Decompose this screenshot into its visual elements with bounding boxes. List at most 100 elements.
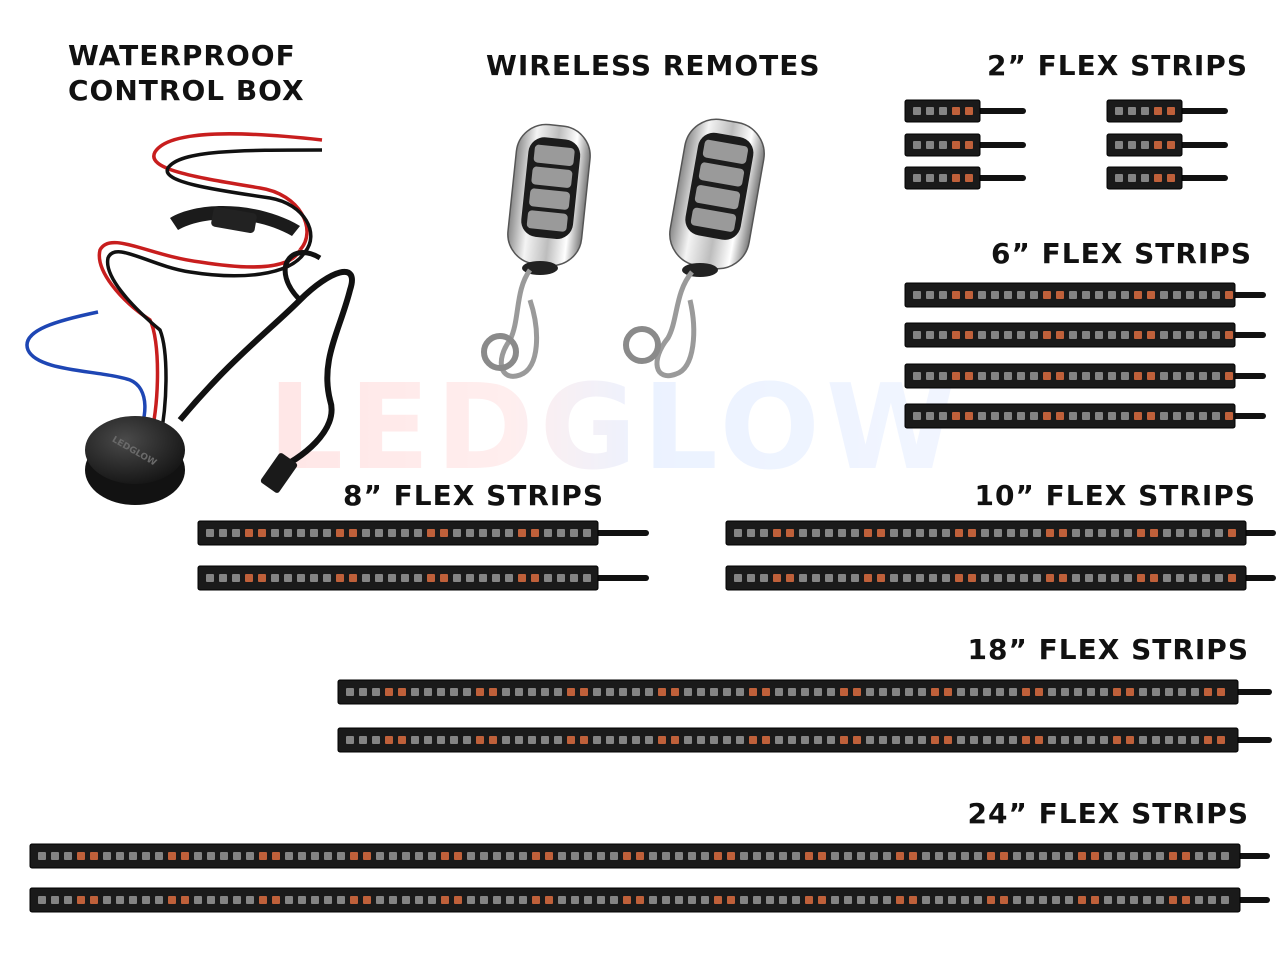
led-resistor bbox=[168, 896, 176, 904]
flex-strip-18in bbox=[337, 727, 1272, 753]
led-resistor bbox=[864, 574, 872, 582]
led-chip bbox=[1139, 688, 1147, 696]
label-2in-strips: 2” FLEX STRIPS bbox=[987, 49, 1248, 82]
led-chip bbox=[1007, 574, 1015, 582]
led-chip bbox=[632, 688, 640, 696]
led-chip bbox=[1160, 372, 1168, 380]
led-chip bbox=[346, 736, 354, 744]
label-8in-strips: 8” FLEX STRIPS bbox=[343, 479, 604, 512]
led-chip bbox=[792, 852, 800, 860]
led-chip bbox=[1176, 574, 1184, 582]
led-resistor bbox=[427, 529, 435, 537]
watermark-logo: LEDGLOW bbox=[268, 358, 962, 496]
led-chip bbox=[505, 529, 513, 537]
led-chip bbox=[978, 331, 986, 339]
led-chip bbox=[939, 291, 947, 299]
led-resistor bbox=[350, 896, 358, 904]
led-resistor bbox=[818, 852, 826, 860]
led-chip bbox=[375, 574, 383, 582]
led-chip bbox=[753, 896, 761, 904]
led-chip bbox=[246, 852, 254, 860]
led-chip bbox=[206, 574, 214, 582]
led-chip bbox=[584, 896, 592, 904]
led-chip bbox=[1191, 688, 1199, 696]
led-chip bbox=[155, 896, 163, 904]
connector-plug bbox=[260, 453, 298, 493]
led-chip bbox=[1199, 291, 1207, 299]
led-chip bbox=[220, 896, 228, 904]
led-chip bbox=[970, 736, 978, 744]
led-chip bbox=[1121, 372, 1129, 380]
led-resistor bbox=[1043, 372, 1051, 380]
led-chip bbox=[1178, 736, 1186, 744]
led-chip bbox=[323, 529, 331, 537]
led-chip bbox=[1143, 852, 1151, 860]
led-resistor bbox=[181, 852, 189, 860]
led-chip bbox=[905, 736, 913, 744]
led-chip bbox=[610, 896, 618, 904]
led-chip bbox=[736, 688, 744, 696]
led-chip bbox=[1087, 688, 1095, 696]
led-chip bbox=[466, 529, 474, 537]
led-chip bbox=[1087, 736, 1095, 744]
led-chip bbox=[1104, 852, 1112, 860]
led-chip bbox=[1208, 852, 1216, 860]
led-chip bbox=[593, 688, 601, 696]
led-chip bbox=[1020, 529, 1028, 537]
label-24in-strips: 24” FLEX STRIPS bbox=[967, 797, 1249, 830]
led-resistor bbox=[805, 896, 813, 904]
led-chip bbox=[916, 529, 924, 537]
led-chip bbox=[974, 852, 982, 860]
led-chip bbox=[740, 896, 748, 904]
led-resistor bbox=[272, 896, 280, 904]
flex-strip-6in bbox=[904, 403, 1266, 429]
led-chip bbox=[978, 412, 986, 420]
led-chip bbox=[1004, 372, 1012, 380]
led-chip bbox=[701, 852, 709, 860]
led-chip bbox=[337, 852, 345, 860]
led-chip bbox=[1095, 331, 1103, 339]
led-chip bbox=[271, 529, 279, 537]
led-chip bbox=[1115, 174, 1123, 182]
led-resistor bbox=[489, 736, 497, 744]
led-chip bbox=[1111, 574, 1119, 582]
led-chip bbox=[544, 529, 552, 537]
led-chip bbox=[766, 896, 774, 904]
led-chip bbox=[570, 529, 578, 537]
led-chip bbox=[1195, 852, 1203, 860]
strip-body bbox=[29, 843, 1241, 869]
led-resistor bbox=[1217, 688, 1225, 696]
flex-strip-8in bbox=[197, 520, 649, 546]
led-chip bbox=[684, 736, 692, 744]
led-chip bbox=[939, 174, 947, 182]
led-chip bbox=[710, 688, 718, 696]
led-resistor bbox=[1035, 736, 1043, 744]
led-chip bbox=[479, 574, 487, 582]
led-chip bbox=[1072, 529, 1080, 537]
led-chip bbox=[541, 736, 549, 744]
led-resistor bbox=[671, 736, 679, 744]
led-resistor bbox=[944, 736, 952, 744]
led-chip bbox=[1143, 896, 1151, 904]
strip-cable bbox=[1231, 373, 1266, 379]
flex-strip-24in bbox=[29, 887, 1270, 913]
led-resistor bbox=[1078, 852, 1086, 860]
led-chip bbox=[450, 736, 458, 744]
led-resistor bbox=[658, 688, 666, 696]
flex-strip-10in bbox=[725, 520, 1276, 546]
led-resistor bbox=[965, 141, 973, 149]
led-chip bbox=[597, 852, 605, 860]
led-chip bbox=[246, 896, 254, 904]
led-resistor bbox=[531, 574, 539, 582]
led-chip bbox=[411, 688, 419, 696]
led-chip bbox=[271, 574, 279, 582]
led-chip bbox=[285, 896, 293, 904]
led-chip bbox=[918, 736, 926, 744]
led-chip bbox=[903, 574, 911, 582]
led-resistor bbox=[1182, 852, 1190, 860]
led-resistor bbox=[518, 529, 526, 537]
led-chip bbox=[1189, 574, 1197, 582]
led-chip bbox=[437, 736, 445, 744]
led-chip bbox=[558, 852, 566, 860]
fuse-holder bbox=[170, 206, 300, 236]
